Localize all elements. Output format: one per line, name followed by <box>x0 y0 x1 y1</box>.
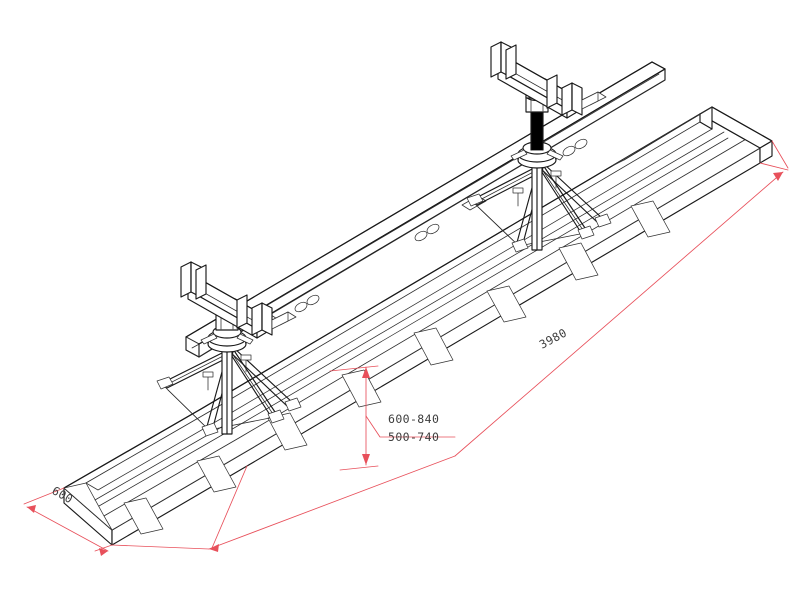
long-rail-beam <box>185 61 666 358</box>
height-dimension-upper-label: 600-840 <box>388 412 439 426</box>
frame-bolts-far <box>512 170 562 207</box>
beam-clamp-collars <box>294 138 588 313</box>
screw-jack-far <box>466 41 612 253</box>
frame-bolts-near <box>202 354 252 391</box>
height-dimension: 600-840 500-740 <box>329 365 456 471</box>
base-frame <box>63 106 773 546</box>
height-dimension-lower-label: 500-740 <box>388 430 439 444</box>
cradle-head-far <box>490 41 607 119</box>
frame-cross-rungs <box>123 200 671 535</box>
jack-leg-pyramid-near <box>156 347 302 437</box>
jack-leg-pyramid-far <box>466 163 612 253</box>
screw-jack-near <box>156 261 302 437</box>
cradle-head-near <box>180 261 297 339</box>
